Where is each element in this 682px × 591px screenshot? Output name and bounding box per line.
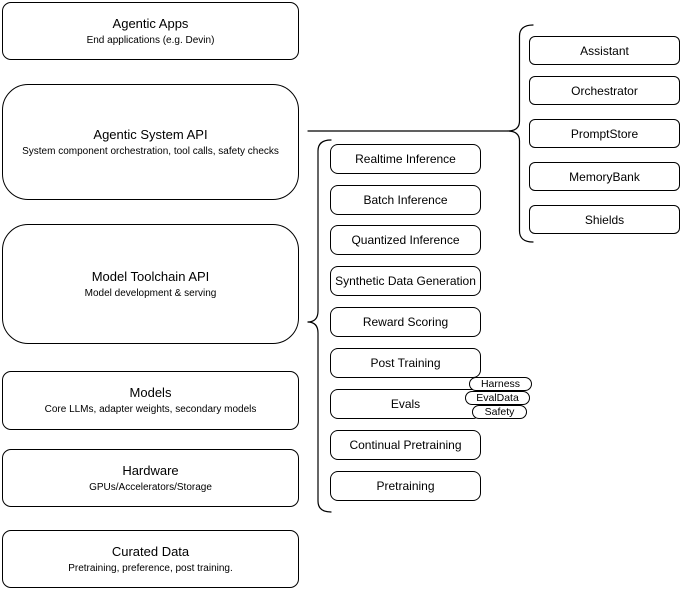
node-hardware: Hardware GPUs/Accelerators/Storage bbox=[2, 449, 299, 507]
node-title: Agentic Apps bbox=[112, 15, 189, 31]
component-batch-inference: Batch Inference bbox=[330, 185, 481, 215]
node-title: Models bbox=[129, 385, 172, 400]
component-synthetic-data-generation: Synthetic Data Generation bbox=[330, 266, 481, 296]
pill-safety: Safety bbox=[472, 405, 527, 419]
node-model-toolchain-api: Model Toolchain API Model development & … bbox=[2, 224, 299, 344]
node-title: Curated Data bbox=[111, 543, 190, 559]
component-realtime-inference: Realtime Inference bbox=[330, 144, 481, 174]
component-promptstore: PromptStore bbox=[529, 119, 680, 148]
component-quantized-inference: Quantized Inference bbox=[330, 225, 481, 255]
node-agentic-apps: Agentic Apps End applications (e.g. Devi… bbox=[2, 2, 299, 60]
component-continual-pretraining: Continual Pretraining bbox=[330, 430, 481, 460]
component-post-training: Post Training bbox=[330, 348, 481, 378]
node-models: Models Core LLMs, adapter weights, secon… bbox=[2, 371, 299, 430]
node-title: Model Toolchain API bbox=[91, 268, 210, 284]
component-orchestrator: Orchestrator bbox=[529, 76, 680, 105]
component-memorybank: MemoryBank bbox=[529, 162, 680, 191]
node-subtitle: Model development & serving bbox=[84, 287, 217, 299]
node-title: Hardware bbox=[122, 462, 179, 478]
toolchain-bracket bbox=[307, 139, 332, 513]
node-subtitle: GPUs/Accelerators/Storage bbox=[89, 481, 212, 493]
component-shields: Shields bbox=[529, 205, 680, 234]
component-reward-scoring: Reward Scoring bbox=[330, 307, 481, 337]
node-title: Agentic System API bbox=[93, 126, 208, 142]
component-pretraining: Pretraining bbox=[330, 471, 481, 501]
node-subtitle: Pretraining, preference, post training. bbox=[68, 562, 233, 574]
node-agentic-system-api: Agentic System API System component orch… bbox=[2, 84, 299, 200]
pill-evaldata: EvalData bbox=[465, 391, 530, 405]
component-evals: Evals bbox=[330, 389, 481, 419]
node-curated-data: Curated Data Pretraining, preference, po… bbox=[2, 530, 299, 588]
component-assistant: Assistant bbox=[529, 36, 680, 65]
pill-harness: Harness bbox=[469, 377, 532, 391]
node-subtitle: End applications (e.g. Devin) bbox=[86, 34, 215, 46]
node-subtitle: System component orchestration, tool cal… bbox=[22, 145, 279, 157]
node-subtitle: Core LLMs, adapter weights, secondary mo… bbox=[44, 404, 257, 415]
